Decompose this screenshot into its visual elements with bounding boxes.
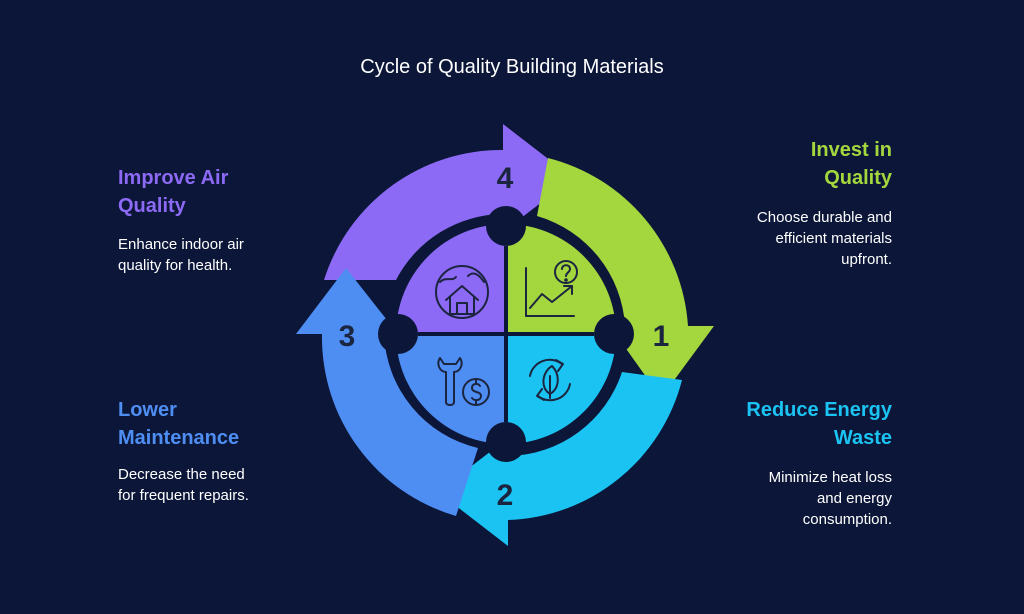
step-4-title-line: Improve Air (118, 167, 229, 189)
step-4-description: Enhance indoor air quality for health. (118, 234, 244, 276)
step-3-title-line: Maintenance (118, 427, 240, 449)
wrench-dollar-icon (437, 357, 490, 406)
step-1-title-line: Quality (824, 167, 892, 189)
step-1-description: Choose durable and efficient materials u… (757, 207, 892, 270)
step-1-title: Invest in Quality (811, 136, 892, 192)
step-2-description: Minimize heat loss and energy consumptio… (769, 467, 892, 530)
step-number-1: 1 (653, 320, 670, 353)
cycle-arrow-3 (296, 268, 478, 516)
notch-left (378, 314, 418, 354)
step-3-desc-line: for frequent repairs. (118, 487, 249, 504)
step-number-4: 4 (497, 162, 514, 195)
step-2-title: Reduce Energy Waste (746, 396, 892, 452)
cycle-arrow-1 (537, 158, 714, 398)
notch-bottom (486, 422, 526, 462)
step-3-title: Lower Maintenance (118, 396, 239, 452)
step-3-description: Decrease the need for frequent repairs. (118, 464, 249, 506)
step-4-desc-line: quality for health. (118, 257, 233, 274)
step-1-title-line: Invest in (810, 139, 892, 161)
quadrant-top-right (506, 224, 616, 334)
notch-top (486, 206, 526, 246)
quadrant-bottom-left (396, 334, 506, 444)
chart-question-icon (525, 260, 578, 317)
step-2-desc-line: and energy (816, 490, 892, 507)
step-1-desc-line: upfront. (841, 251, 892, 268)
step-2-title-line: Reduce Energy (746, 399, 892, 421)
cycle-arrow-4 (324, 124, 573, 280)
notch-right (594, 314, 634, 354)
diagram-title: Cycle of Quality Building Materials (360, 56, 664, 78)
step-4-desc-line: Enhance indoor air (118, 236, 244, 253)
step-2-desc-line: consumption. (802, 511, 892, 528)
step-3-title-line: Lower (118, 399, 177, 421)
cycle-arrow-2 (438, 372, 682, 546)
step-3-desc-line: Decrease the need (118, 466, 245, 483)
step-1-desc-line: Choose durable and (756, 209, 892, 226)
step-1-desc-line: efficient materials (775, 230, 892, 247)
step-4-title: Improve Air Quality (118, 164, 228, 220)
step-2-title-line: Waste (833, 427, 892, 449)
step-number-3: 3 (339, 320, 356, 353)
leaf-cycle-icon (529, 358, 571, 402)
step-4-title-line: Quality (118, 195, 186, 217)
house-air-icon (435, 265, 489, 319)
step-number-2: 2 (497, 479, 514, 512)
step-2-desc-line: Minimize heat loss (768, 469, 892, 486)
quadrant-bottom-right (506, 334, 616, 444)
